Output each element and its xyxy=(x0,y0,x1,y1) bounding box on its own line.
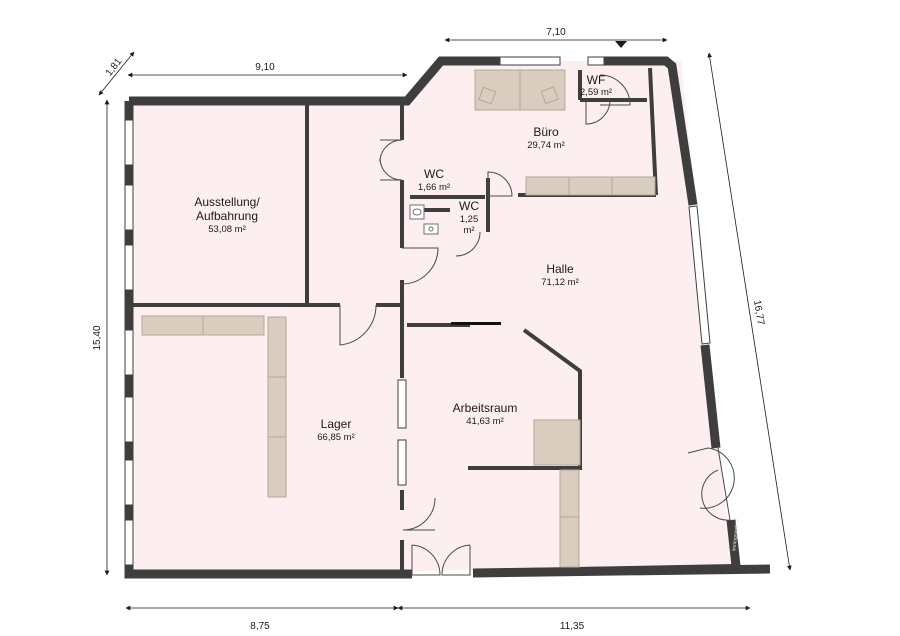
north-marker-icon xyxy=(615,41,627,48)
svg-text:Lager: Lager xyxy=(321,417,352,431)
room-label-buero: Büro 29,74 m² xyxy=(527,125,565,151)
dim-right-diagonal: 16,77 xyxy=(751,299,766,326)
svg-text:WC: WC xyxy=(424,167,444,181)
room-label-ausstellung: Ausstellung/ Aufbahrung 53,08 m² xyxy=(194,195,260,235)
dim-top-left: 9,10 xyxy=(255,62,275,73)
shelves xyxy=(141,176,656,568)
room-label-lager: Lager 66,85 m² xyxy=(317,417,355,443)
room-label-wc-2: WC 1,25 m² xyxy=(459,199,479,236)
dim-bottom-right: 11,35 xyxy=(560,621,585,632)
room-label-wc-1: WC 1,66 m² xyxy=(418,167,450,193)
svg-text:Arbeitsraum: Arbeitsraum xyxy=(453,401,518,415)
svg-text:29,74 m²: 29,74 m² xyxy=(527,140,565,151)
windows xyxy=(124,56,711,566)
dim-left: 15,40 xyxy=(92,325,103,350)
room-label-halle: Halle 71,12 m² xyxy=(541,262,579,288)
room-label-wf: WF 2,59 m² xyxy=(580,73,612,98)
svg-text:WC: WC xyxy=(459,199,479,213)
sliding-door xyxy=(451,322,501,325)
svg-text:Büro: Büro xyxy=(533,125,559,139)
brand-watermark: immogrundriss xyxy=(731,518,740,552)
dim-top-right: 7,10 xyxy=(546,27,566,38)
svg-text:Ausstellung/: Ausstellung/ xyxy=(194,195,260,209)
svg-text:1,66 m²: 1,66 m² xyxy=(418,182,450,193)
svg-text:71,12 m²: 71,12 m² xyxy=(541,277,579,288)
dim-bottom-left: 8,75 xyxy=(250,621,270,632)
svg-text:m²: m² xyxy=(463,225,474,236)
dimension-lines xyxy=(98,37,792,611)
room-label-arbeitsraum: Arbeitsraum 41,63 m² xyxy=(453,401,518,427)
sanitary-fixtures xyxy=(409,204,439,235)
svg-text:66,85 m²: 66,85 m² xyxy=(317,432,355,443)
svg-text:WF: WF xyxy=(587,73,606,87)
svg-text:Halle: Halle xyxy=(546,262,574,276)
svg-text:53,08 m²: 53,08 m² xyxy=(208,224,246,235)
svg-text:Aufbahrung: Aufbahrung xyxy=(196,209,258,223)
svg-text:2,59 m²: 2,59 m² xyxy=(580,87,612,98)
svg-text:1,25: 1,25 xyxy=(460,214,479,225)
svg-text:41,63 m²: 41,63 m² xyxy=(466,416,504,427)
